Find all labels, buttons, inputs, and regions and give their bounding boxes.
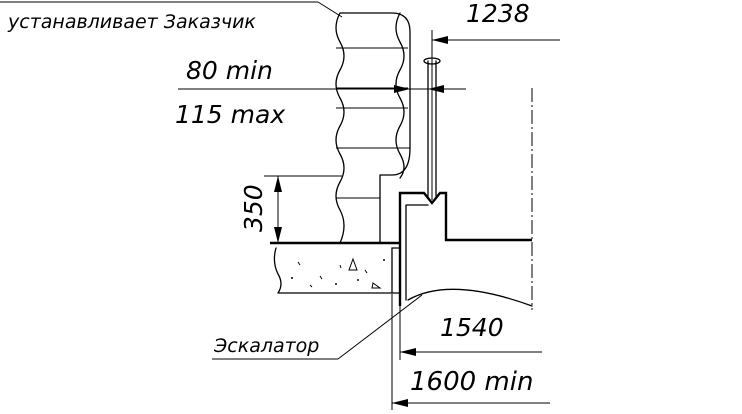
dim-1600-arrow <box>392 399 408 407</box>
customer-object-inner-wave <box>395 12 405 179</box>
escalator-truss <box>398 88 533 310</box>
hatch-tick-1 <box>297 261 301 266</box>
escalator-label: Эскалатор <box>213 335 319 357</box>
hatch-dot-4 <box>383 259 385 261</box>
dim-350-label: 350 <box>239 184 268 232</box>
floor-slab <box>270 241 401 294</box>
dim-1540-arrow <box>400 348 416 356</box>
dim-1540 <box>400 348 542 356</box>
hatch-tick-2 <box>319 275 323 280</box>
leader-pointer <box>317 1 343 18</box>
hatch-tick-4 <box>364 269 368 274</box>
dim-80-arrow-left <box>394 85 410 93</box>
truss-curve <box>407 288 533 307</box>
concrete-hatch <box>291 257 385 289</box>
hatch-triangle-1 <box>348 257 358 271</box>
escalator-pointer <box>337 294 423 360</box>
hatch-dot-2 <box>335 283 337 285</box>
escalator-leader <box>212 294 423 360</box>
dim-1238 <box>432 36 560 44</box>
dim-350 <box>264 175 342 243</box>
dim-80-115 <box>178 85 466 93</box>
dim-1238-arrow <box>432 36 448 44</box>
dim-80-min-label: 80 min <box>186 56 273 85</box>
customer-object <box>335 12 411 244</box>
dim-350-arrow-bottom <box>274 227 282 243</box>
slab-outline <box>273 247 393 294</box>
truss-inner <box>405 204 429 301</box>
balustrade-post <box>423 30 441 200</box>
dim-115-max-label: 115 max <box>175 100 285 129</box>
dim-1600 <box>392 399 550 407</box>
hatch-triangle-2 <box>371 282 382 289</box>
customer-note-label: устанавливает Заказчик <box>7 11 256 33</box>
truss-outline <box>398 191 532 306</box>
hatch-tick-5 <box>309 284 313 288</box>
hatch-tick-3 <box>339 264 342 269</box>
hatch-dot-3 <box>357 279 359 281</box>
dim-1540-label: 1540 <box>440 313 504 342</box>
dim-350-arrow-top <box>274 176 282 192</box>
dim-1600-min-label: 1600 min <box>410 367 533 397</box>
hatch-dot-1 <box>291 277 293 279</box>
customer-note-leader <box>0 1 343 18</box>
dim-1238-label: 1238 <box>466 0 530 28</box>
